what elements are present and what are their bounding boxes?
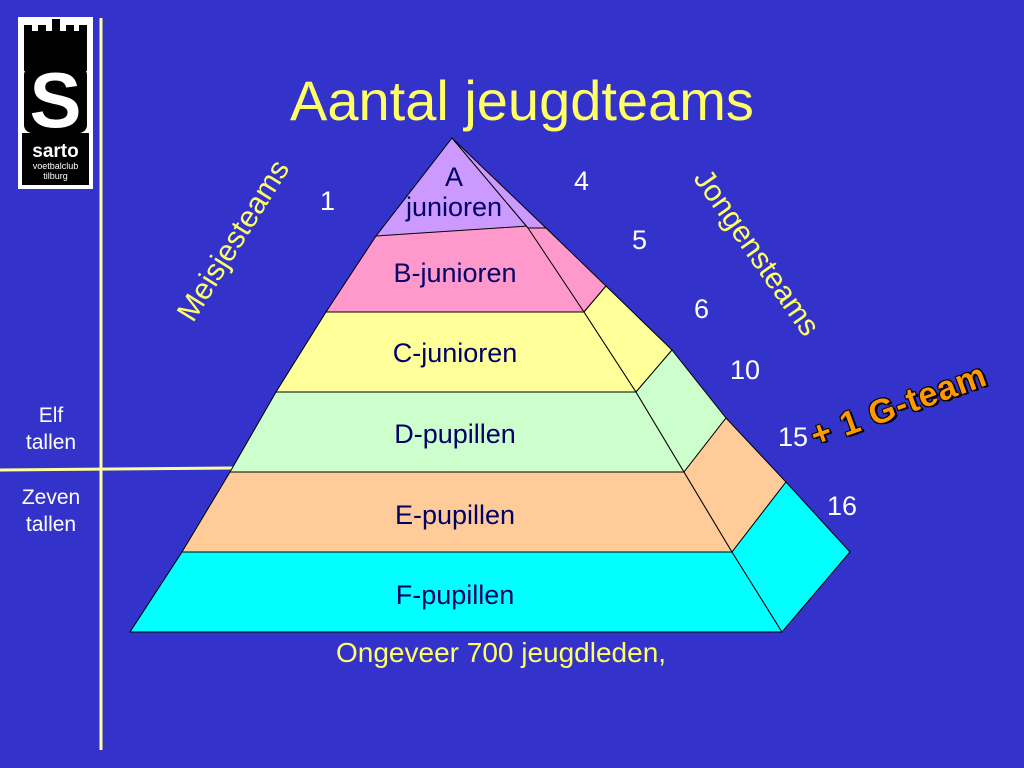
count-b: 5 [632,225,648,255]
svg-text:S: S [29,56,81,144]
count-d: 10 [730,355,761,385]
seven-line1: Zeven [21,486,81,509]
eleven-line1: Elf [38,404,64,427]
footer-text: Ongeveer 700 jeugdleden, [336,637,667,668]
svg-text:tilburg: tilburg [43,171,68,181]
level-label-a: A junioren [380,162,528,222]
seven-line2: tallen [25,513,77,536]
level-label-e: E-pupillen [394,500,516,530]
castle-logo-icon: S sarto voetbalclub tilburg [22,19,89,185]
level-label-f: F-pupillen [395,580,515,610]
count-c: 6 [694,294,710,324]
pyramid-sides [451,137,851,633]
svg-text:voetbalclub: voetbalclub [33,161,79,171]
level-label-b: B-junioren [393,258,517,288]
svg-text:sarto: sarto [32,141,78,162]
pyramid-layers [129,137,783,633]
level-label-a-line2: junioren [405,192,503,222]
horizontal-divider [0,466,235,472]
seven-a-side-label: Zeven tallen [8,484,94,538]
eleven-a-side-label: Elf tallen [8,402,94,456]
level-label-c: C-junioren [392,338,518,368]
girls-count: 1 [320,186,336,216]
eleven-line2: tallen [25,431,77,454]
count-e: 15 [778,422,809,452]
level-label-d: D-pupillen [394,419,516,449]
page-title: Aantal jeugdteams [290,69,754,132]
level-label-a-line1: A [444,162,463,192]
club-logo: S sarto voetbalclub tilburg [18,17,93,189]
count-f: 16 [827,491,858,521]
count-a: 4 [574,166,590,196]
pyramid-side-layer-5 [731,481,851,633]
